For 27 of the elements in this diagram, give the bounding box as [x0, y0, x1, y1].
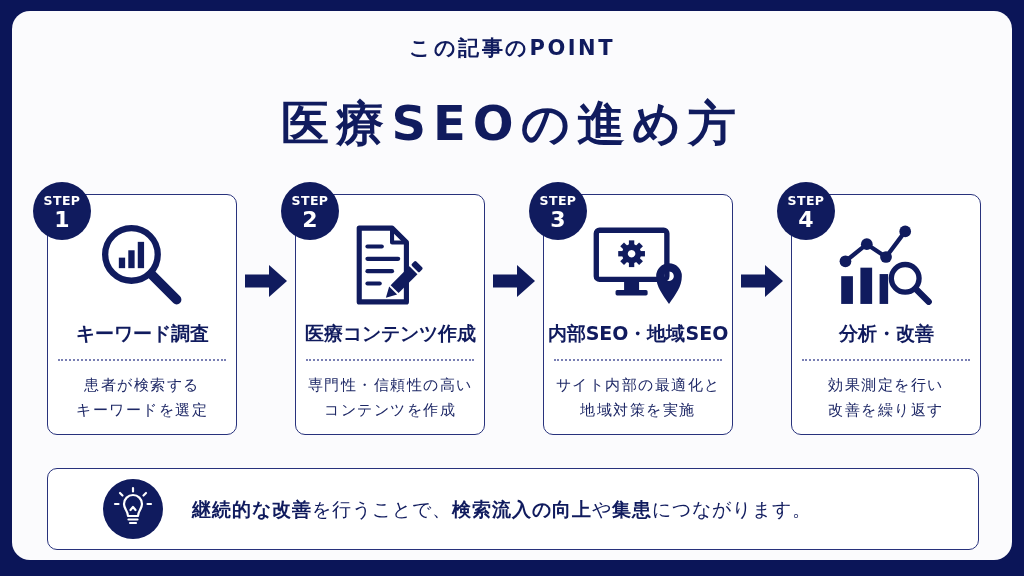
section-label: この記事のPOINT — [409, 35, 615, 62]
step-label: STEP — [43, 193, 81, 208]
arrow — [245, 265, 287, 297]
step-description: 患者が検索するキーワードを選定 — [75, 375, 209, 421]
arrow — [741, 265, 783, 297]
step-badge — [33, 182, 91, 240]
step-label: STEP — [539, 193, 577, 208]
step-title: キーワード調査 — [75, 321, 209, 346]
step-title: 分析・改善 — [838, 321, 934, 346]
step-description: サイト内部の最適化と地域対策を実施 — [554, 375, 722, 421]
step-label: STEP — [787, 193, 825, 208]
arrow — [493, 265, 535, 297]
step-number: 1 — [54, 207, 70, 232]
step-number: 4 — [798, 207, 814, 232]
step-title: 医療コンテンツ作成 — [304, 321, 476, 346]
step-label: STEP — [291, 193, 329, 208]
step-number: 2 — [302, 207, 318, 232]
step-badge — [529, 182, 587, 240]
step-badge — [777, 182, 835, 240]
step-number: 3 — [550, 207, 566, 232]
summary-text: 継続的な改善を行うことで、検索流入の向上や集患につながります。 — [192, 497, 812, 522]
step-badge — [281, 182, 339, 240]
page-title: 医療SEOの進め方 — [281, 94, 743, 152]
summary-banner — [47, 468, 979, 550]
step-title: 内部SEO・地域SEO — [547, 321, 729, 346]
step-description: 専門性・信頼性の高いコンテンツを作成 — [306, 375, 474, 421]
step-description: 効果測定を行い改善を繰り返す — [827, 375, 945, 421]
